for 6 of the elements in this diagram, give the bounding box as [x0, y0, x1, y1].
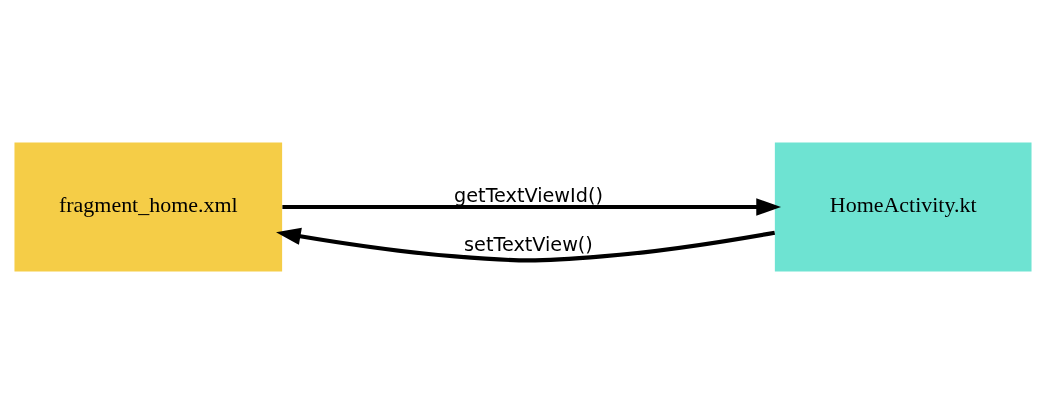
arrow	[282, 198, 782, 216]
node-box: fragment_home.xml	[14, 142, 283, 272]
edge-label: getTextViewId()	[454, 183, 603, 207]
node-box: HomeActivity.kt	[774, 142, 1032, 272]
edge-label: setTextView()	[464, 233, 593, 257]
arrow	[276, 227, 776, 263]
